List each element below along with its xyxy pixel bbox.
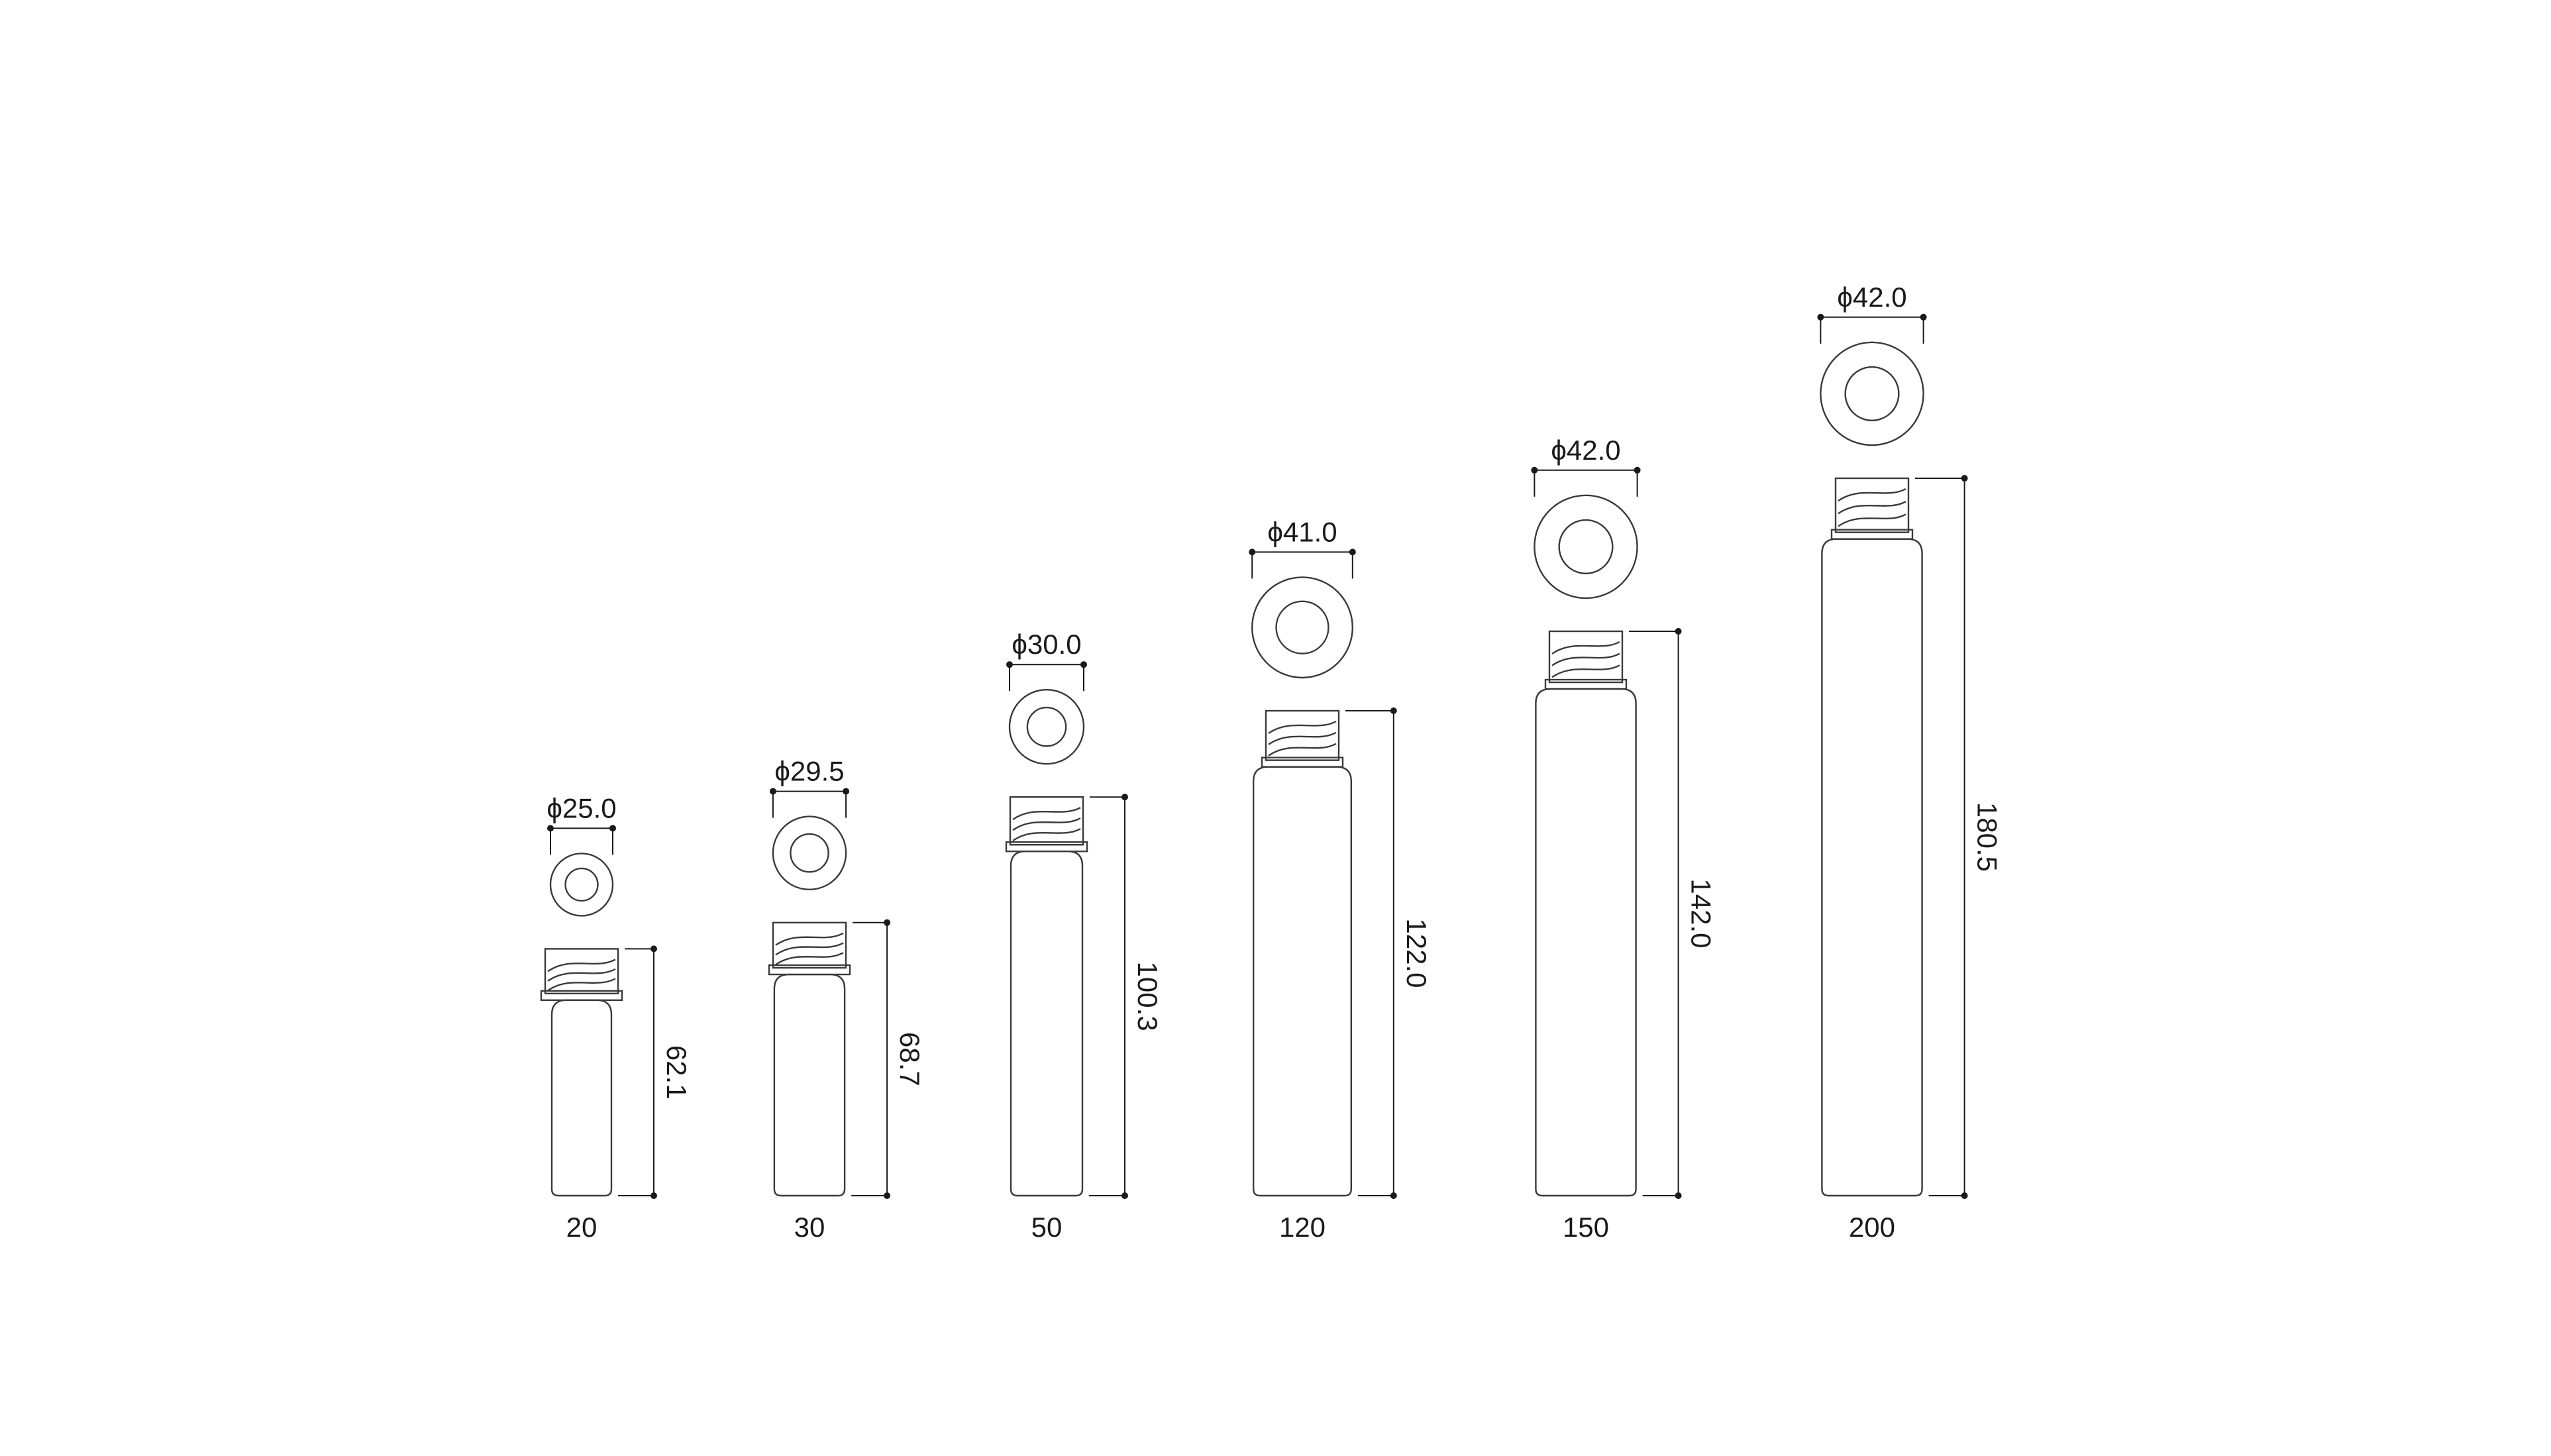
- dimension-endpoint: [1634, 466, 1641, 474]
- height-label: 122.0: [1401, 918, 1432, 988]
- neck-thread: [547, 968, 616, 982]
- neck-thread: [775, 932, 844, 946]
- dimension-endpoint: [1390, 707, 1397, 714]
- dimension-endpoint: [1390, 1192, 1397, 1199]
- cap-outer-ring: [1251, 576, 1353, 679]
- dimension-endpoint: [1817, 313, 1824, 321]
- cap-inner-ring: [1275, 600, 1329, 654]
- bottle-neck: [1009, 796, 1084, 846]
- dimension-endpoint: [609, 825, 616, 832]
- capacity-label: 50: [1031, 1212, 1063, 1243]
- dimension-endpoint: [769, 788, 776, 795]
- neck-thread: [1838, 488, 1906, 501]
- neck-thread: [1268, 743, 1337, 756]
- dimension-endpoint: [884, 1192, 891, 1199]
- neck-thread: [775, 952, 844, 966]
- neck-thread: [1551, 652, 1620, 666]
- bottle-neck: [1265, 709, 1340, 761]
- dimension-endpoint: [1249, 548, 1256, 556]
- neck-thread: [1012, 817, 1081, 831]
- bottle-neck: [772, 921, 847, 969]
- neck-thread: [1838, 513, 1906, 527]
- dimension-endpoint: [651, 1192, 657, 1199]
- diameter-label: ϕ42.0: [1837, 282, 1906, 313]
- bottle-neck: [544, 948, 619, 995]
- height-label: 62.1: [661, 1045, 692, 1100]
- capacity-label: 200: [1849, 1212, 1895, 1243]
- bottle-group-50: ϕ30.0 100.3 50: [1005, 629, 1163, 1243]
- height-label: 142.0: [1686, 878, 1717, 948]
- diameter-label: ϕ29.5: [774, 756, 844, 787]
- capacity-label: 20: [566, 1212, 598, 1243]
- neck-thread: [1551, 664, 1620, 678]
- dimension-endpoint: [1961, 1192, 1968, 1199]
- diameter-label: ϕ41.0: [1267, 516, 1337, 547]
- neck-collar: [1830, 529, 1914, 540]
- cap-inner-ring: [1026, 706, 1067, 747]
- bottle-group-20: ϕ25.0 62.1 20: [540, 792, 692, 1243]
- diameter-label: ϕ42.0: [1551, 435, 1620, 466]
- dimension-endpoint: [1675, 1192, 1682, 1199]
- height-label: 68.7: [894, 1032, 925, 1086]
- neck-thread: [547, 978, 616, 992]
- bottle-group-120: ϕ41.0 122.0 120: [1249, 516, 1432, 1243]
- dimension-endpoint: [1349, 548, 1356, 556]
- cap-inner-ring: [564, 867, 599, 902]
- height-label: 100.3: [1132, 962, 1163, 1031]
- capacity-label: 150: [1563, 1212, 1609, 1243]
- cap-outer-ring: [1534, 494, 1638, 599]
- dimension-endpoint: [1920, 313, 1927, 321]
- neck-collar: [1544, 678, 1628, 690]
- dimension-endpoint: [843, 788, 850, 795]
- neck-thread: [1012, 828, 1081, 842]
- diameter-label: ϕ30.0: [1012, 629, 1081, 660]
- neck-thread: [1012, 807, 1081, 821]
- dimension-endpoint: [1121, 794, 1128, 801]
- bottle-neck: [1548, 630, 1624, 684]
- cap-outer-ring: [1008, 688, 1085, 765]
- dimension-endpoint: [1080, 661, 1087, 668]
- dimension-endpoint: [1675, 628, 1682, 635]
- diameter-label: ϕ25.0: [547, 792, 616, 823]
- capacity-label: 30: [794, 1212, 825, 1243]
- bottle-group-30: ϕ29.5 68.7 30: [768, 756, 925, 1243]
- dimension-endpoint: [884, 919, 891, 926]
- cap-outer-ring: [549, 853, 614, 917]
- neck-thread: [1268, 720, 1337, 734]
- capacity-label: 120: [1279, 1212, 1326, 1243]
- bottle-group-150: ϕ42.0 142.0 150: [1531, 435, 1717, 1243]
- cap-inner-ring: [1558, 519, 1614, 574]
- neck-thread: [547, 959, 616, 972]
- neck-collar: [768, 964, 851, 976]
- dimension-endpoint: [1006, 661, 1013, 668]
- dimension-endpoint: [1531, 466, 1538, 474]
- dimension-endpoint: [1961, 475, 1968, 482]
- dimension-endpoint: [547, 825, 554, 832]
- neck-thread: [1838, 501, 1906, 515]
- cap-outer-ring: [1820, 341, 1924, 446]
- neck-thread: [775, 942, 844, 956]
- cap-inner-ring: [790, 833, 829, 873]
- bottle-neck: [1834, 477, 1910, 533]
- cap-outer-ring: [772, 815, 847, 890]
- dimension-endpoint: [1121, 1192, 1128, 1199]
- neck-collar: [1005, 841, 1088, 853]
- dimension-endpoint: [651, 945, 657, 953]
- neck-thread: [1268, 731, 1337, 745]
- cap-inner-ring: [1844, 366, 1900, 421]
- neck-collar: [1261, 756, 1344, 768]
- height-label: 180.5: [1972, 802, 2003, 872]
- neck-collar: [540, 990, 623, 1002]
- bottle-group-200: ϕ42.0 180.5 200: [1817, 282, 2003, 1243]
- neck-thread: [1551, 641, 1620, 654]
